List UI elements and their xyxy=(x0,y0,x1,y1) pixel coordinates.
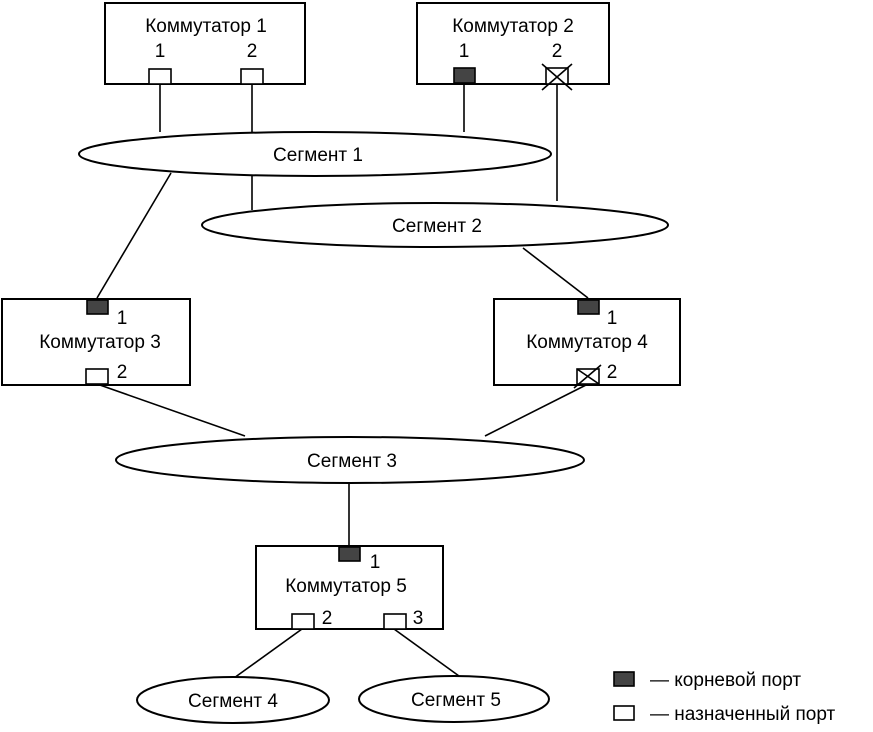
link-sw5p2-seg4 xyxy=(233,628,303,679)
link-sw5p3-seg5 xyxy=(393,628,460,677)
switch-4-port-2-blocked xyxy=(573,364,602,389)
switch-3-port-2-designated xyxy=(85,368,109,385)
connections xyxy=(96,84,589,679)
switch-4-port-2-label: 2 xyxy=(607,362,618,383)
switch-4-port-1-label: 1 xyxy=(607,308,618,329)
switch-4-label: Коммутатор 4 xyxy=(526,332,648,353)
switch-4-port-1-root xyxy=(577,299,600,315)
switch-5-port-1-label: 1 xyxy=(370,552,381,573)
switch-3-port-2-label: 2 xyxy=(117,362,128,383)
switch-5-port-3-designated xyxy=(383,613,407,630)
switch-5-port-2-designated xyxy=(291,613,315,630)
switch-5-port-1-root xyxy=(338,546,361,562)
switch-1-port-2-designated xyxy=(240,68,264,85)
switch-2-port-1-label: 1 xyxy=(459,41,470,62)
link-sw3p2-seg3 xyxy=(96,383,246,437)
switch-5: 1 Коммутатор 5 2 3 xyxy=(255,545,444,630)
segment-2: Сегмент 2 xyxy=(201,202,669,248)
switch-2-port-1-root xyxy=(453,67,476,84)
link-seg2-sw4p1 xyxy=(522,247,589,299)
switch-2-port-2-label: 2 xyxy=(552,41,563,62)
legend-root-port-label: — корневой порт xyxy=(650,670,801,691)
switch-5-port-2-label: 2 xyxy=(322,608,333,629)
switch-1-label: Коммутатор 1 xyxy=(145,16,267,37)
switch-5-port-3-label: 3 xyxy=(413,608,424,629)
switch-3-port-1-label: 1 xyxy=(117,308,128,329)
segment-3: Сегмент 3 xyxy=(115,436,585,484)
switch-4: 1 Коммутатор 4 2 xyxy=(493,298,681,389)
switch-3-port-1-root xyxy=(86,299,109,315)
segment-2-label: Сегмент 2 xyxy=(392,216,482,237)
switch-1-port-2-label: 2 xyxy=(247,41,258,62)
switch-1-port-1-designated xyxy=(148,68,172,85)
link-seg1-sw3p1 xyxy=(96,172,172,299)
legend-root-port-swatch xyxy=(613,671,635,687)
switch-1-port-1-label: 1 xyxy=(155,41,166,62)
segment-5: Сегмент 5 xyxy=(358,675,550,723)
legend-designated-port-label: — назначенный порт xyxy=(650,704,835,725)
switch-3-label: Коммутатор 3 xyxy=(39,332,161,353)
switch-2-label: Коммутатор 2 xyxy=(452,16,574,37)
switch-2: Коммутатор 2 1 2 xyxy=(416,2,610,91)
legend: — корневой порт — назначенный порт xyxy=(613,670,835,725)
segment-1-label: Сегмент 1 xyxy=(273,145,363,166)
switch-2-port-2-blocked xyxy=(541,63,573,91)
segment-5-label: Сегмент 5 xyxy=(411,690,501,711)
switch-5-label: Коммутатор 5 xyxy=(285,576,407,597)
segment-3-label: Сегмент 3 xyxy=(307,451,397,472)
legend-designated-port-swatch xyxy=(613,705,635,721)
segment-4: Сегмент 4 xyxy=(136,676,330,724)
segment-1: Сегмент 1 xyxy=(78,131,552,177)
switch-3: 1 Коммутатор 3 2 xyxy=(1,298,191,386)
segment-4-label: Сегмент 4 xyxy=(188,691,278,712)
switch-1: Коммутатор 1 1 2 xyxy=(104,2,306,85)
link-sw4p2-seg3 xyxy=(484,383,589,437)
